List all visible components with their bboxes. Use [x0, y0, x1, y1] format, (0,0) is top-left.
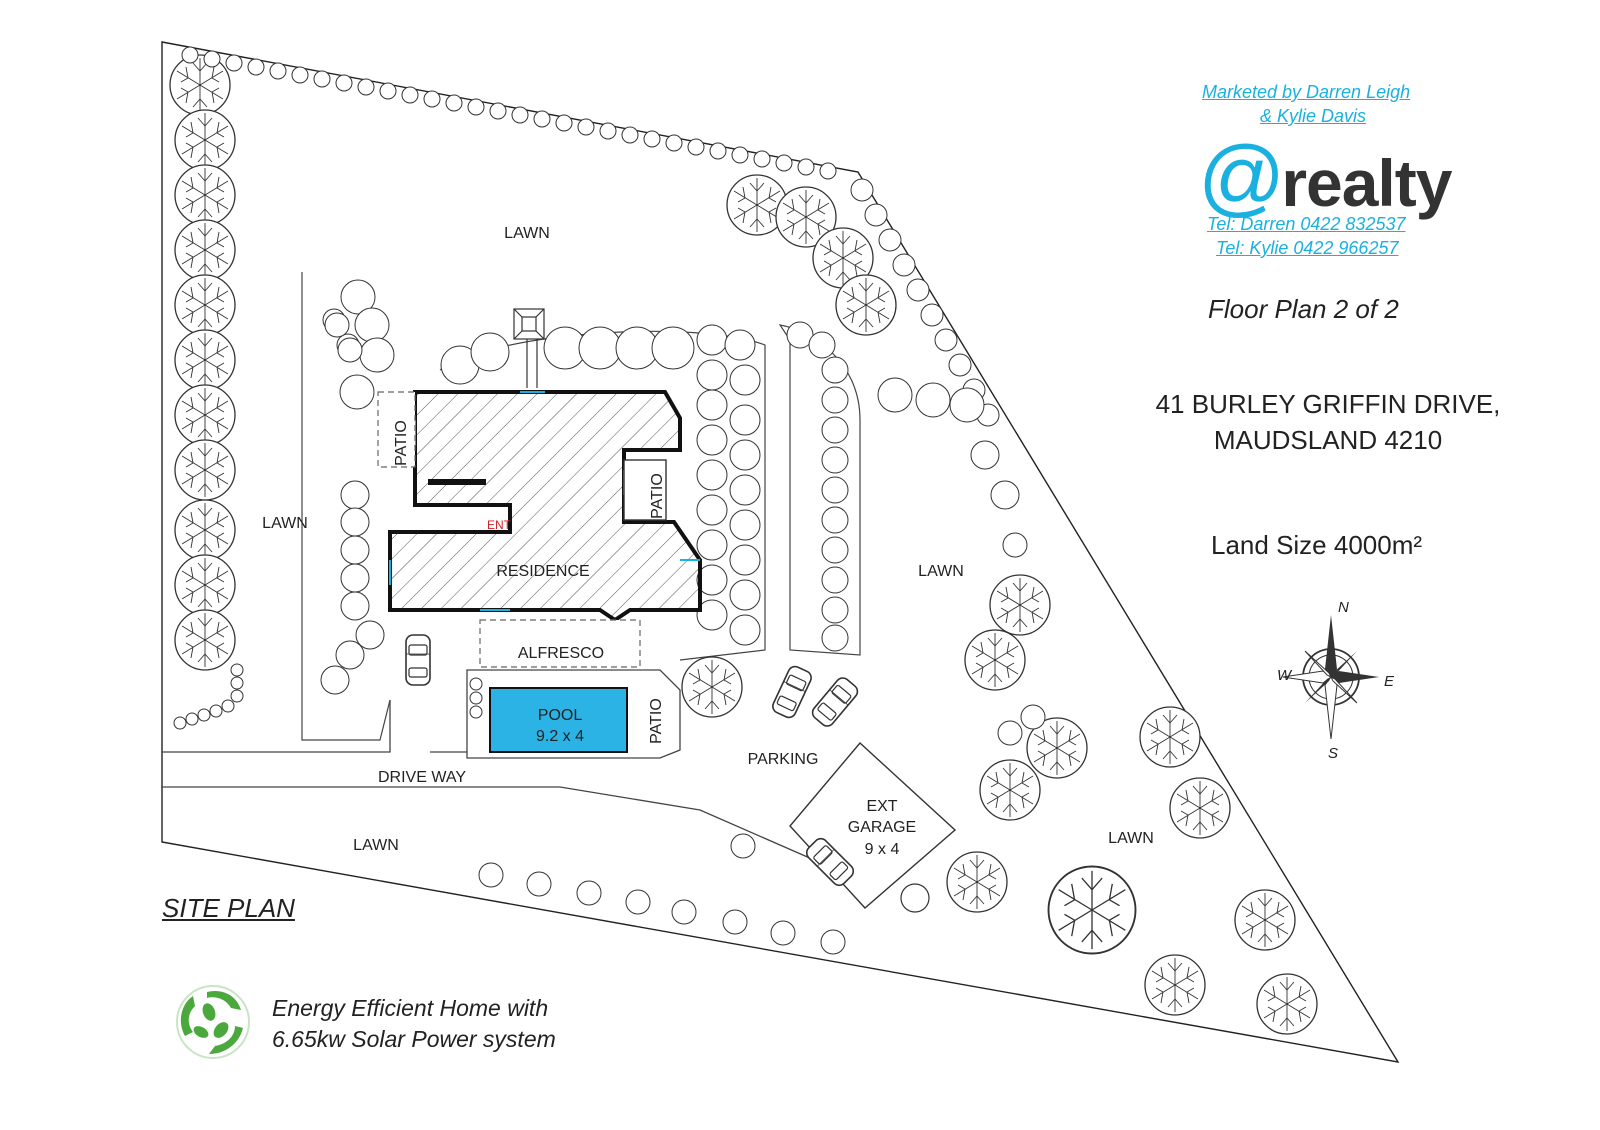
garage-bin: [900, 883, 930, 913]
gazebo: [513, 308, 545, 388]
label-patio-east: PATIO: [649, 473, 666, 519]
hedge-trees: [320, 279, 985, 695]
tree-row-top: [181, 46, 837, 180]
garden-bed-left: [301, 272, 391, 741]
energy-efficiency-note: Energy Efficient Home with 6.65kw Solar …: [272, 993, 556, 1055]
tree-row-left: [169, 54, 236, 671]
label-drive-way: DRIVE WAY: [378, 769, 466, 786]
tree-row-right-diagonal: [850, 178, 1028, 558]
label-lawn-south: LAWN: [353, 837, 399, 854]
garden-ornament: [337, 337, 363, 363]
label-patio-pool: PATIO: [648, 698, 665, 744]
logo-at-symbol: @: [1198, 129, 1285, 225]
label-lawn-southeast: LAWN: [1108, 830, 1154, 847]
label-patio-west: PATIO: [393, 420, 410, 466]
address-line2: MAUDSLAND 4210: [1213, 425, 1443, 455]
label-garage-size: 9 x 4: [865, 841, 900, 858]
label-parking: PARKING: [748, 751, 819, 768]
patio-west: [377, 391, 416, 468]
label-pool: POOL: [538, 707, 583, 724]
compass-e: E: [1384, 673, 1395, 690]
tree-row-corner: [173, 663, 244, 730]
label-lawn-west: LAWN: [262, 515, 308, 532]
tree-row-bottom: [478, 833, 846, 955]
car-icon: [405, 634, 431, 686]
tel-darren[interactable]: Tel: Darren 0422 832537: [1207, 214, 1406, 234]
pool-hedge: [469, 677, 483, 719]
label-lawn-north: LAWN: [504, 225, 550, 242]
tree-near-pool: [681, 656, 743, 718]
compass-rose-icon: [1282, 615, 1379, 740]
label-garage-2: GARAGE: [848, 819, 916, 836]
pool: [489, 687, 628, 753]
tel-kylie[interactable]: Tel: Kylie 0422 966257: [1216, 238, 1399, 258]
recycle-footprint-icon: [176, 985, 250, 1059]
site-plan-label: SITE PLAN: [162, 893, 295, 923]
marketed-by-line2: & Kylie Davis: [1260, 106, 1367, 126]
small-trees-right: [997, 704, 1046, 746]
energy-line2: 6.65kw Solar Power system: [272, 1026, 556, 1052]
label-entry: ENT: [487, 518, 512, 532]
tree-cluster-top-right: [726, 174, 897, 336]
logo-word: realty: [1281, 146, 1452, 220]
realty-logo: @realty: [1198, 128, 1452, 227]
kitchen-bench: [428, 479, 486, 485]
alfresco-area: [479, 619, 641, 668]
compass-n: N: [1338, 599, 1349, 616]
label-garage-1: EXT: [866, 798, 897, 815]
car-icon: [769, 663, 815, 721]
floor-plan-title: Floor Plan 2 of 2: [1208, 294, 1399, 324]
driveway: [162, 700, 861, 881]
residence-footprint: [388, 390, 702, 623]
marketed-by-line1: Marketed by Darren Leigh: [1202, 82, 1411, 102]
address-line1: 41 BURLEY GRIFFIN DRIVE,: [1155, 389, 1501, 419]
energy-line1: Energy Efficient Home with: [272, 995, 549, 1021]
label-lawn-east: LAWN: [918, 563, 964, 580]
label-alfresco: ALFRESCO: [518, 645, 604, 662]
compass-s: S: [1328, 745, 1338, 762]
label-pool-size: 9.2 x 4: [536, 728, 584, 745]
label-residence: RESIDENCE: [496, 563, 589, 580]
land-size: Land Size 4000m²: [1211, 530, 1423, 560]
compass-w: W: [1277, 667, 1293, 684]
car-icon: [808, 674, 862, 730]
property-address: 41 BURLEY GRIFFIN DRIVE, MAUDSLAND 4210: [1128, 386, 1528, 458]
garden-ornament: [324, 312, 350, 338]
tree-cluster-right: [946, 574, 1318, 1035]
patio-east: [623, 459, 667, 521]
